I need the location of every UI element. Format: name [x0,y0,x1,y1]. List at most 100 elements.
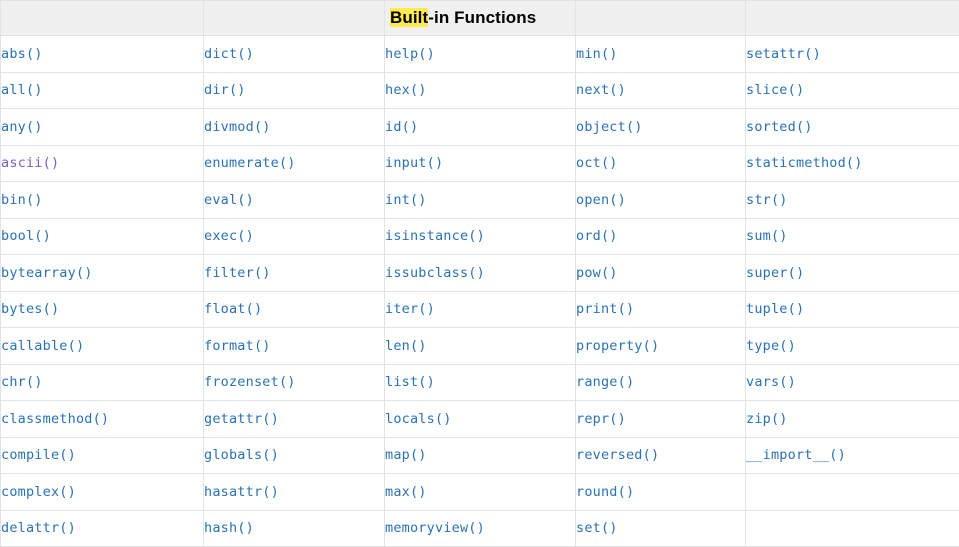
function-link[interactable]: super() [746,265,804,281]
function-link[interactable]: hash() [204,520,254,536]
function-link[interactable]: abs() [1,46,43,62]
table-cell: dir() [204,72,385,109]
function-link[interactable]: sorted() [746,119,813,135]
function-link[interactable]: iter() [385,301,435,317]
function-link[interactable]: len() [385,338,427,354]
function-link[interactable]: getattr() [204,411,279,427]
header-cell-5 [746,1,959,36]
table-cell: ord() [576,218,746,255]
function-link[interactable]: max() [385,484,427,500]
function-link[interactable]: open() [576,192,626,208]
table-cell: map() [385,437,576,474]
function-link[interactable]: id() [385,119,418,135]
function-link[interactable]: str() [746,192,788,208]
table-cell: enumerate() [204,145,385,182]
function-link[interactable]: reversed() [576,447,659,463]
function-link[interactable]: help() [385,46,435,62]
function-link[interactable]: callable() [1,338,84,354]
table-cell: getattr() [204,401,385,438]
table-row: delattr() hash() memoryview() set() [1,510,959,547]
function-link[interactable]: bool() [1,228,51,244]
function-link[interactable]: bytearray() [1,265,93,281]
header-cell-1 [1,1,204,36]
function-link[interactable]: memoryview() [385,520,485,536]
function-link[interactable]: issubclass() [385,265,485,281]
function-link[interactable]: dict() [204,46,254,62]
function-link[interactable]: enumerate() [204,155,296,171]
function-link[interactable]: map() [385,447,427,463]
function-link[interactable]: locals() [385,411,452,427]
function-link[interactable]: repr() [576,411,626,427]
function-link[interactable]: input() [385,155,443,171]
table-cell: object() [576,109,746,146]
table-cell: all() [1,72,204,109]
function-link[interactable]: range() [576,374,634,390]
table-header: Built-in Functions [1,1,959,36]
page-title: Built-in Functions [385,1,576,36]
function-link[interactable]: setattr() [746,46,821,62]
table-cell: memoryview() [385,510,576,547]
function-link[interactable]: zip() [746,411,788,427]
function-link[interactable]: staticmethod() [746,155,863,171]
function-link[interactable]: any() [1,119,43,135]
function-link[interactable]: delattr() [1,520,76,536]
table-cell: callable() [1,328,204,365]
function-link[interactable]: __import__() [746,447,846,463]
table-cell: iter() [385,291,576,328]
table-cell: exec() [204,218,385,255]
function-link[interactable]: min() [576,46,618,62]
table-cell: sorted() [746,109,959,146]
function-link[interactable]: exec() [204,228,254,244]
function-link[interactable]: type() [746,338,796,354]
function-link[interactable]: bytes() [1,301,59,317]
function-link[interactable]: round() [576,484,634,500]
function-link[interactable]: complex() [1,484,76,500]
function-link[interactable]: globals() [204,447,279,463]
function-link[interactable]: chr() [1,374,43,390]
table-cell: slice() [746,72,959,109]
function-link[interactable]: isinstance() [385,228,485,244]
function-link[interactable]: ord() [576,228,618,244]
function-link[interactable]: next() [576,82,626,98]
table-cell: dict() [204,36,385,73]
function-link[interactable]: classmethod() [1,411,109,427]
function-link[interactable]: set() [576,520,618,536]
function-link[interactable]: dir() [204,82,246,98]
function-link[interactable]: compile() [1,447,76,463]
function-link[interactable]: list() [385,374,435,390]
function-link[interactable]: tuple() [746,301,804,317]
table-cell: compile() [1,437,204,474]
table-cell: property() [576,328,746,365]
function-link[interactable]: eval() [204,192,254,208]
function-link[interactable]: bin() [1,192,43,208]
table-cell: max() [385,474,576,511]
function-link[interactable]: print() [576,301,634,317]
function-link[interactable]: hex() [385,82,427,98]
function-link[interactable]: oct() [576,155,618,171]
function-link[interactable]: filter() [204,265,271,281]
table-cell: input() [385,145,576,182]
function-link[interactable]: all() [1,82,43,98]
table-cell-empty [746,474,959,511]
function-link[interactable]: float() [204,301,262,317]
table-cell: vars() [746,364,959,401]
table-cell: range() [576,364,746,401]
function-link[interactable]: divmod() [204,119,271,135]
function-link[interactable]: object() [576,119,643,135]
function-link[interactable]: sum() [746,228,788,244]
function-link[interactable]: int() [385,192,427,208]
function-link[interactable]: frozenset() [204,374,296,390]
table-cell: id() [385,109,576,146]
function-link[interactable]: slice() [746,82,804,98]
function-link[interactable]: pow() [576,265,618,281]
table-cell: hash() [204,510,385,547]
function-link[interactable]: vars() [746,374,796,390]
table-cell: divmod() [204,109,385,146]
table-cell: open() [576,182,746,219]
function-link[interactable]: format() [204,338,271,354]
function-link[interactable]: property() [576,338,659,354]
function-link[interactable]: ascii() [1,155,59,171]
function-link[interactable]: hasattr() [204,484,279,500]
table-cell-empty [746,510,959,547]
table-cell: tuple() [746,291,959,328]
